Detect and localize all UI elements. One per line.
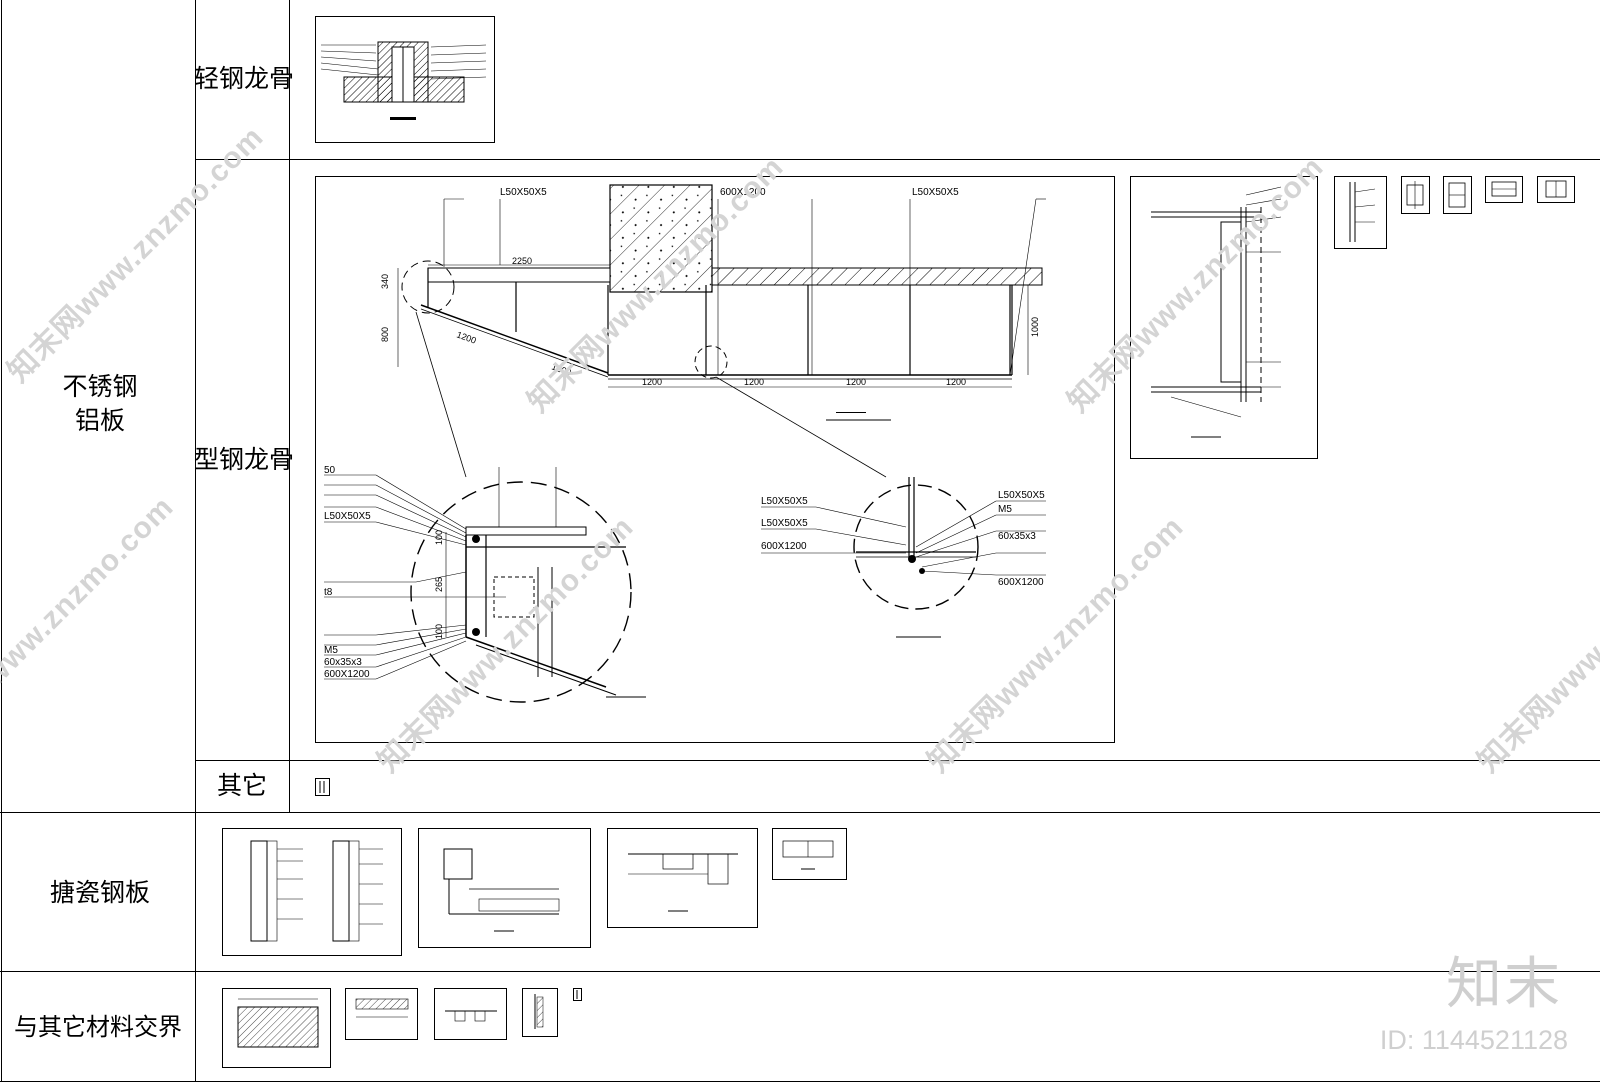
detail-b-label-3: 600X1200	[761, 541, 807, 552]
category-stainless-line2: 铝板	[74, 406, 125, 435]
section-drawing-right-large[interactable]	[1130, 176, 1318, 459]
junction-drawing-3[interactable]	[434, 988, 507, 1040]
detail-a-label-4: M5	[324, 645, 338, 656]
section-drawing-small-2[interactable]	[1401, 176, 1430, 214]
detail-b-label-1: L50X50X5	[761, 496, 808, 507]
junction-drawing-4[interactable]	[522, 988, 558, 1037]
svg-text:———: ———	[836, 407, 866, 418]
section-drawing-small-3[interactable]	[1443, 176, 1472, 214]
detail-b-label-6: 60x35x3	[998, 531, 1036, 542]
junction-drawing-1[interactable]	[222, 988, 331, 1068]
detail-b-label-4: L50X50X5	[998, 490, 1045, 501]
category-stainless-line1: 不锈钢	[62, 372, 138, 401]
subcategory-divider	[289, 0, 290, 812]
dim-slope-1: 1200	[455, 329, 477, 345]
detail-b-label-5: M5	[998, 504, 1012, 515]
enamel-drawing-1[interactable]	[222, 828, 402, 956]
dim-top-span: 2250	[512, 256, 532, 266]
section-steel-keel-main-drawing[interactable]: 2250 340 800 1200 1200 1200 1200 1200 12…	[315, 176, 1115, 743]
subcategory-other: 其它	[216, 771, 267, 800]
label-angle-2: L50X50X5	[912, 187, 959, 198]
other-drawing[interactable]	[315, 778, 330, 796]
row-divider-1	[195, 159, 1600, 160]
detail-b-label-2: L50X50X5	[761, 518, 808, 529]
dim-left-bottom: 800	[380, 327, 390, 342]
label-panel-top: 600X1200	[720, 187, 766, 198]
light-steel-keel-drawing[interactable]	[315, 16, 495, 143]
subcategory-light-steel-keel: 轻钢龙骨	[193, 64, 294, 93]
detail-a-label-3: t8	[324, 587, 333, 598]
dim-bay-1: 1200	[642, 377, 662, 387]
watermark-1: 知末网www.znzmo.com	[1, 120, 270, 389]
enamel-drawing-4[interactable]	[772, 828, 847, 880]
junction-drawing-5[interactable]	[573, 988, 582, 1001]
row-divider-3	[0, 812, 1600, 813]
category-divider	[195, 0, 196, 1082]
category-material-junction: 与其它材料交界	[14, 1013, 182, 1041]
detail-dim-3: 100	[434, 624, 444, 639]
detail-a-label-2: L50X50X5	[324, 511, 371, 522]
brand-watermark: 知末	[1446, 952, 1562, 1017]
main-drawing-svg: 2250 340 800 1200 1200 1200 1200 1200 12…	[324, 184, 1046, 703]
watermark-2: 知末网www.znzmo.com	[0, 490, 180, 759]
light-steel-keel-svg	[320, 41, 487, 120]
junction-drawing-2[interactable]	[345, 988, 418, 1040]
dim-bay-2: 1200	[744, 377, 764, 387]
brand-id-watermark: ID: 1144521128	[1379, 1025, 1568, 1055]
dim-bay-4: 1200	[946, 377, 966, 387]
dim-bay-3: 1200	[846, 377, 866, 387]
section-drawing-small-1[interactable]	[1334, 176, 1387, 249]
left-border	[1, 0, 2, 1082]
dim-right-height: 1000	[1030, 317, 1040, 337]
row-divider-2	[195, 760, 1600, 761]
detail-a-label-6: 600X1200	[324, 669, 370, 680]
section-drawing-small-5[interactable]	[1537, 176, 1575, 203]
enamel-drawing-2[interactable]	[418, 828, 591, 948]
detail-a-label-5: 60x35x3	[324, 657, 362, 668]
subcategory-section-steel-keel: 型钢龙骨	[193, 445, 294, 474]
watermark-7: 知末网www.znzmo.com	[1471, 510, 1600, 779]
section-drawing-small-4[interactable]	[1485, 176, 1523, 203]
detail-b-label-7: 600X1200	[998, 577, 1044, 588]
category-enamel-steel: 搪瓷钢板	[49, 878, 150, 907]
detail-dim-1: 100	[434, 530, 444, 545]
enamel-drawing-3[interactable]	[607, 828, 758, 928]
row-divider-4	[0, 971, 1600, 972]
detail-dim-2: 265	[434, 577, 444, 592]
detail-a-label-1: 50	[324, 465, 336, 476]
dim-left-top: 340	[380, 274, 390, 289]
category-stainless-aluminum: 不锈钢 铝板	[30, 370, 170, 438]
label-angle-1: L50X50X5	[500, 187, 547, 198]
